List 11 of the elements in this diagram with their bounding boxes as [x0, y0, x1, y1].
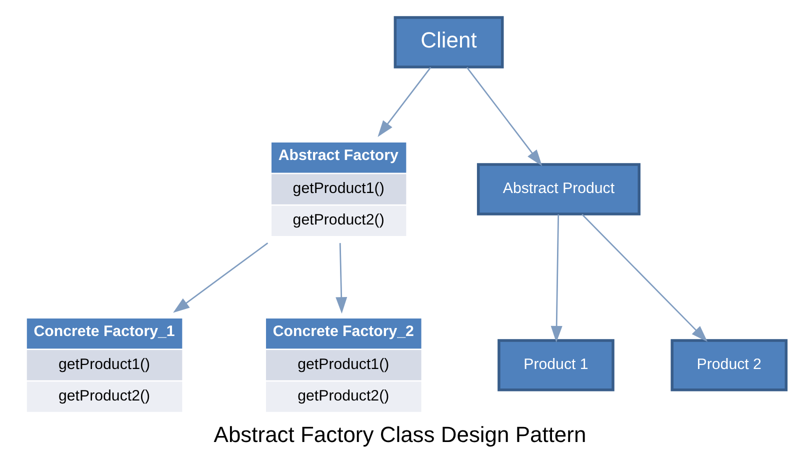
- node-box: Client: [394, 16, 504, 68]
- arrow: [466, 67, 542, 166]
- arrow: [550, 214, 562, 342]
- node-box: Product 1: [498, 339, 614, 392]
- node-box: Product 2: [670, 339, 788, 392]
- arrow: [378, 67, 432, 137]
- node-box: Abstract Product: [476, 163, 640, 216]
- arrow: [336, 243, 348, 314]
- caption: Abstract Factory Class Design Pattern: [214, 422, 586, 447]
- arrow: [173, 242, 268, 313]
- arrow: [582, 214, 708, 342]
